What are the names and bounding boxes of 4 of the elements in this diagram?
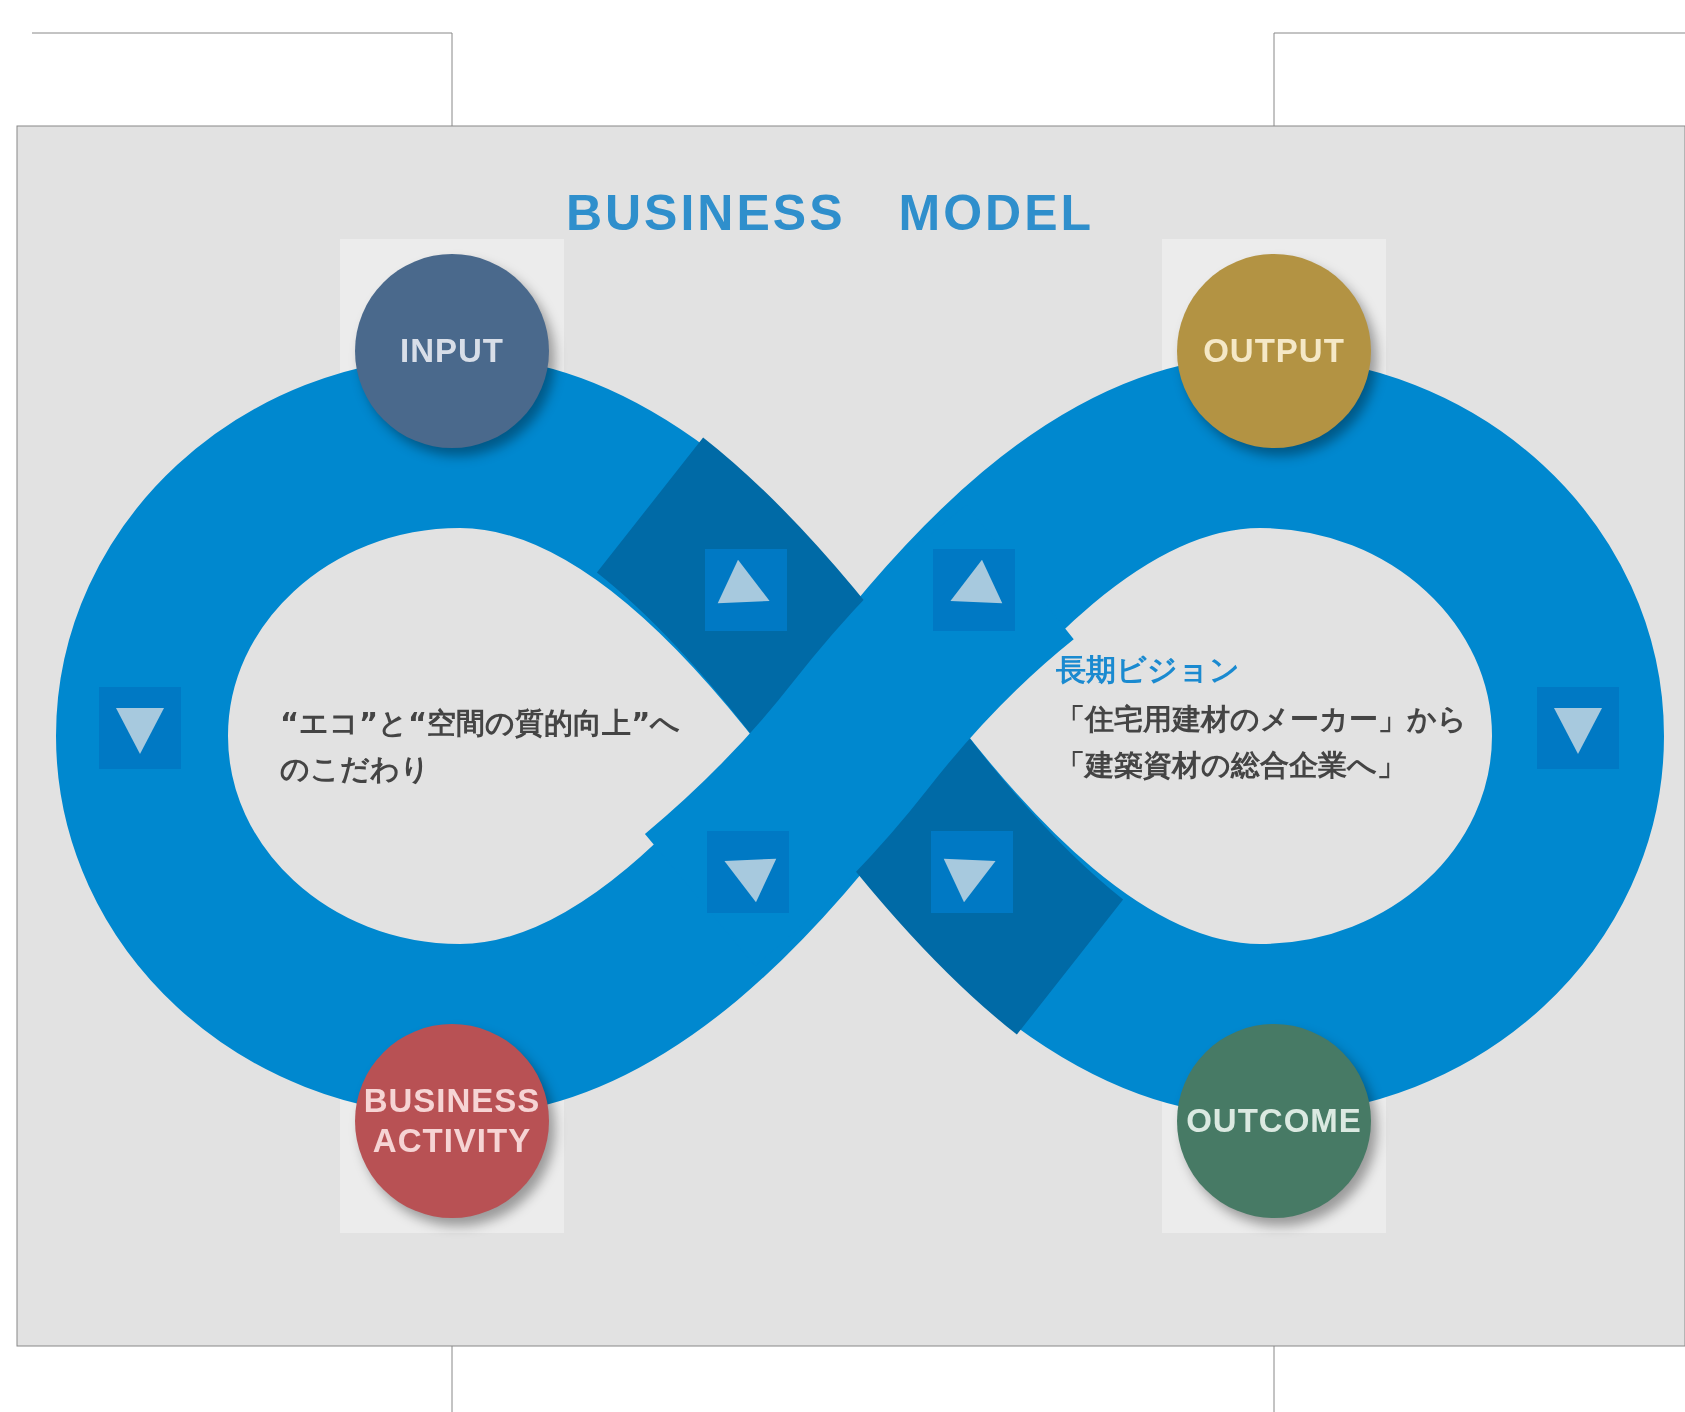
- diagram-title: BUSINESS MODEL: [564, 184, 1096, 243]
- lobe-text: “エコ”と“空間の質的向上”へのこだわり: [280, 705, 682, 788]
- lobe-heading: 長期ビジョン: [1056, 651, 1241, 689]
- lobe-text: 「住宅用建材のメーカー」から「建築資材の総合企業へ」: [1056, 701, 1468, 784]
